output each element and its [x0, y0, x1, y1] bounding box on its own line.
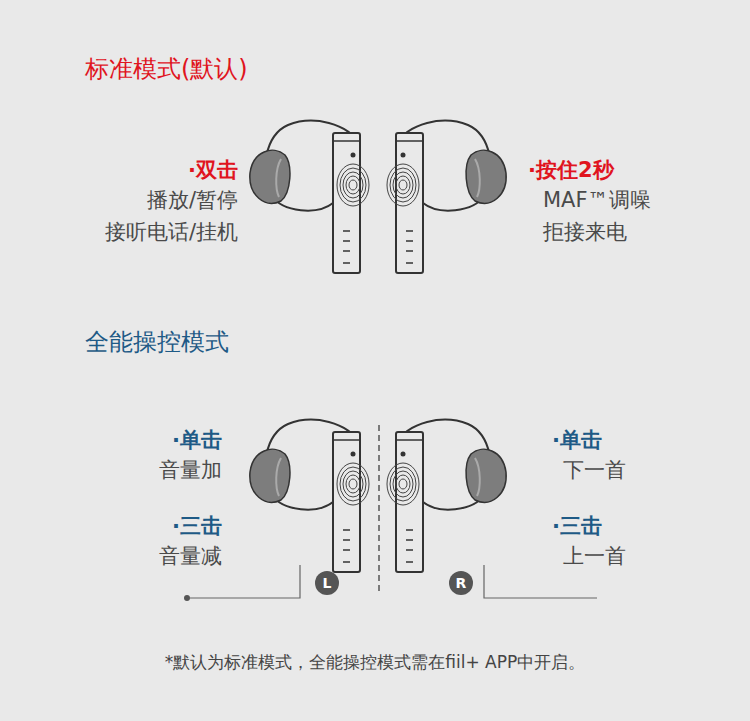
divider-line [378, 425, 380, 592]
gesture-label: 接听电话/挂机 [105, 220, 238, 245]
gesture-label: 音量减 [159, 544, 222, 569]
gesture-label: 拒接来电 [543, 220, 627, 245]
footnote: *默认为标准模式，全能操控模式需在fiil+ APP中开启。 [0, 652, 750, 672]
side-badge: L [315, 571, 339, 595]
gesture-label: ·三击 [172, 514, 222, 539]
gesture-label: ·单击 [172, 428, 222, 453]
side-letter: R [456, 576, 467, 590]
leader-dot [184, 595, 190, 601]
gesture-label: 下一首 [563, 458, 626, 483]
gesture-label: ·三击 [552, 514, 602, 539]
mode-title: 标准模式(默认) [85, 55, 248, 84]
gesture-label: MAF™调噪 [543, 188, 651, 213]
gesture-label: 音量加 [159, 458, 222, 483]
gesture-label: 上一首 [563, 544, 626, 569]
mode-title: 全能操控模式 [85, 328, 229, 357]
side-badge: R [449, 571, 473, 595]
gesture-label: ·双击 [188, 158, 238, 183]
gesture-label: ·单击 [552, 428, 602, 453]
side-letter: L [323, 576, 332, 590]
leader-line [190, 565, 300, 598]
leader-line [484, 565, 597, 598]
gesture-label: 播放/暂停 [147, 188, 238, 213]
gesture-label: ·按住2秒 [528, 158, 614, 183]
